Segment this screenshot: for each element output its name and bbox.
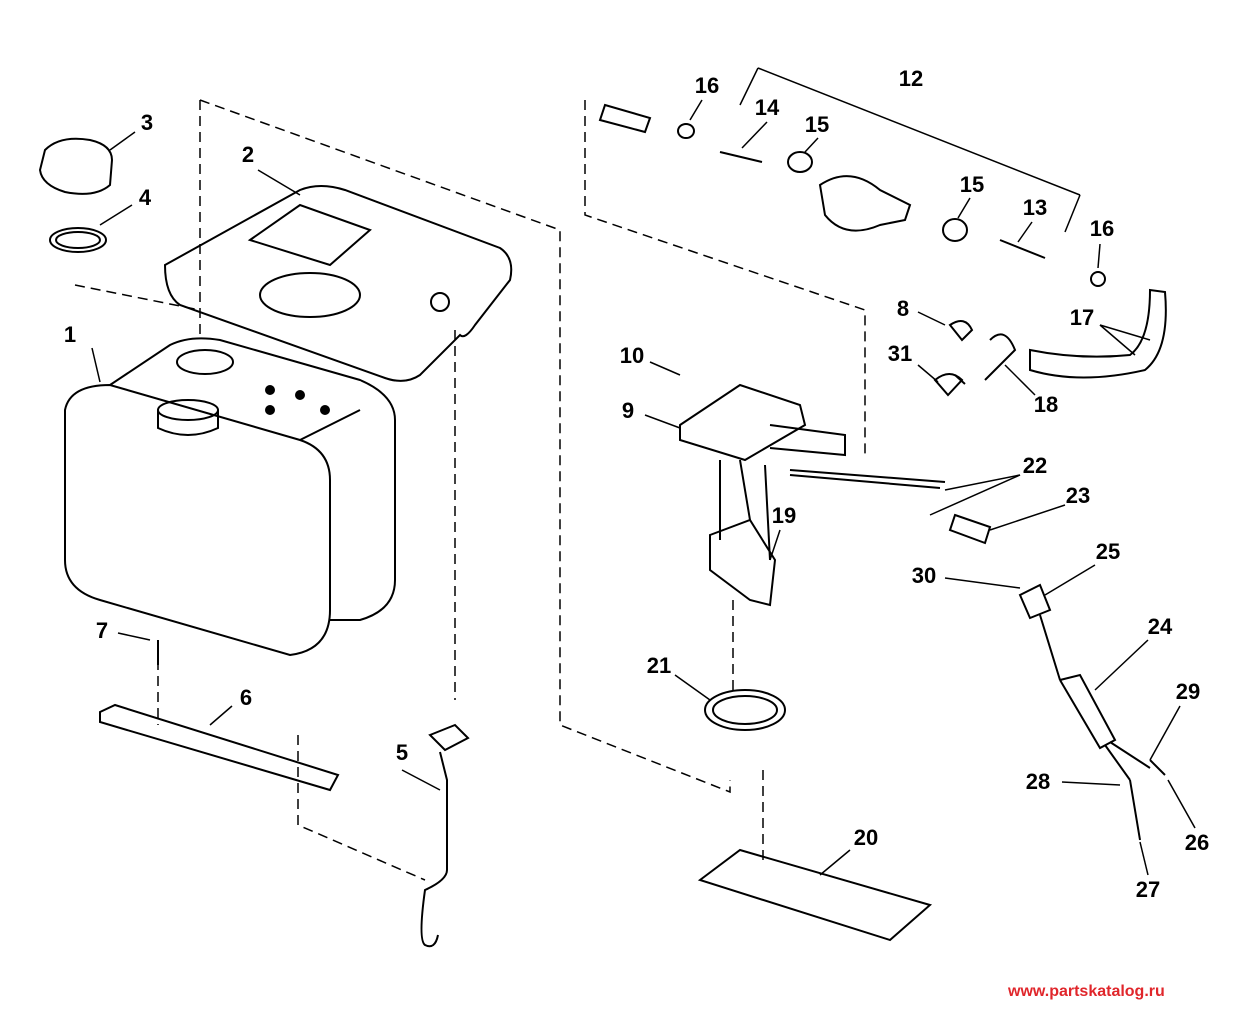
connector — [948, 513, 992, 545]
tank-cover — [163, 185, 513, 382]
fuel-gauge — [420, 723, 470, 948]
callout-15b: 15 — [959, 172, 985, 197]
callout-10: 10 — [619, 343, 645, 368]
callout-17: 17 — [1069, 305, 1095, 330]
callout-14: 14 — [754, 95, 780, 120]
callout-4: 4 — [138, 185, 152, 210]
callout-7: 7 — [95, 618, 109, 643]
callout-5: 5 — [395, 740, 409, 765]
plate — [697, 848, 933, 942]
callout-8: 8 — [896, 296, 910, 321]
callout-23: 23 — [1065, 483, 1091, 508]
o-ring — [49, 227, 107, 253]
callout-9: 9 — [621, 398, 635, 423]
callout-3: 3 — [140, 110, 154, 135]
callout-6: 6 — [239, 685, 253, 710]
callout-16b: 16 — [1089, 216, 1115, 241]
assembly-guide-lines — [74, 99, 866, 881]
bracket — [99, 703, 340, 792]
callout-13: 13 — [1022, 195, 1048, 220]
callout-15a: 15 — [804, 112, 830, 137]
callout-28: 28 — [1025, 769, 1051, 794]
callout-12: 12 — [898, 66, 924, 91]
sender-unit — [1018, 583, 1166, 841]
callout-30: 30 — [911, 563, 937, 588]
fuel-tank — [64, 337, 396, 657]
fuel-cap — [38, 137, 114, 195]
callout-31: 31 — [887, 341, 913, 366]
callout-18: 18 — [1033, 392, 1059, 417]
callout-25: 25 — [1095, 539, 1121, 564]
callout-2: 2 — [241, 142, 255, 167]
callout-26: 26 — [1184, 830, 1210, 855]
callout-20: 20 — [853, 825, 879, 850]
primer-assembly — [598, 103, 1167, 397]
callout-22: 22 — [1022, 453, 1048, 478]
callout-21: 21 — [646, 653, 672, 678]
callout-19: 19 — [771, 503, 797, 528]
callout-24: 24 — [1147, 614, 1173, 639]
callout-27: 27 — [1135, 877, 1161, 902]
callout-1: 1 — [63, 322, 77, 347]
leader-lines — [91, 67, 1196, 876]
fuel-pickup — [679, 383, 946, 607]
gasket — [704, 689, 786, 731]
callout-29: 29 — [1175, 679, 1201, 704]
callout-16a: 16 — [694, 73, 720, 98]
watermark-link[interactable]: www.partskatalog.ru — [1008, 983, 1165, 1000]
